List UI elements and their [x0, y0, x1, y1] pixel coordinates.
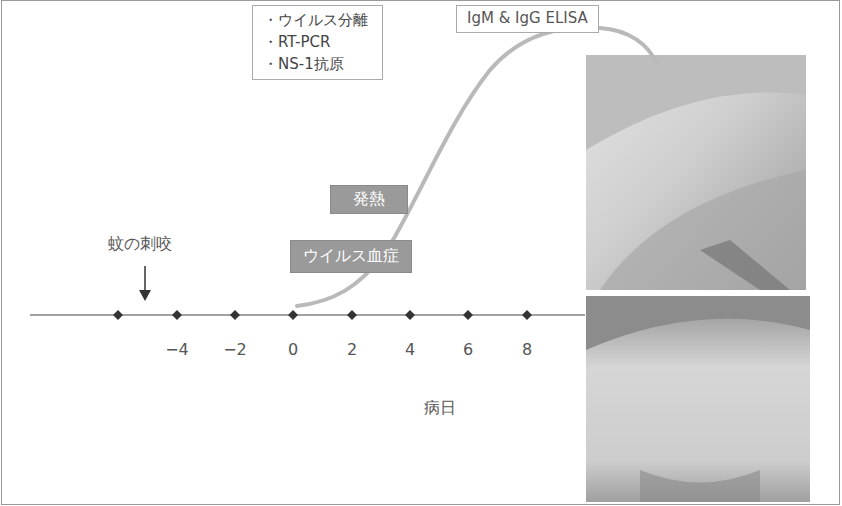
- serology-box: IgM & IgG ELISA: [456, 5, 599, 33]
- event-label: 蚊の刺咬: [108, 234, 172, 255]
- axis-tick-label: 2: [347, 340, 357, 359]
- node-text: IgM & IgG ELISA: [467, 9, 588, 29]
- fever-band: 発熱: [330, 185, 408, 214]
- tick-marks: [113, 310, 532, 320]
- axis-tick-label: −2: [223, 340, 247, 359]
- axis-tick-label: −4: [165, 340, 189, 359]
- bite-arrowhead: [139, 290, 151, 301]
- axis-tick-label: 6: [463, 340, 473, 359]
- viremia-band: ウイルス血症: [290, 240, 412, 273]
- node-text: 発熱: [353, 189, 385, 210]
- rash-photo-trunk: [586, 296, 810, 502]
- rash-photo-arm: [586, 55, 806, 290]
- axis-tick-label: 0: [288, 340, 298, 359]
- node-text: ・ウイルス分離: [263, 10, 368, 32]
- test-list-box: ・ウイルス分離・RT-PCR・NS-1抗原: [252, 5, 383, 80]
- axis-title: 病日: [424, 398, 456, 419]
- axis-tick-label: 8: [522, 340, 532, 359]
- node-text: ウイルス血症: [303, 246, 399, 267]
- axis-tick-label: 4: [405, 340, 415, 359]
- node-text: ・RT-PCR: [263, 32, 368, 54]
- node-text: ・NS-1抗原: [263, 54, 368, 76]
